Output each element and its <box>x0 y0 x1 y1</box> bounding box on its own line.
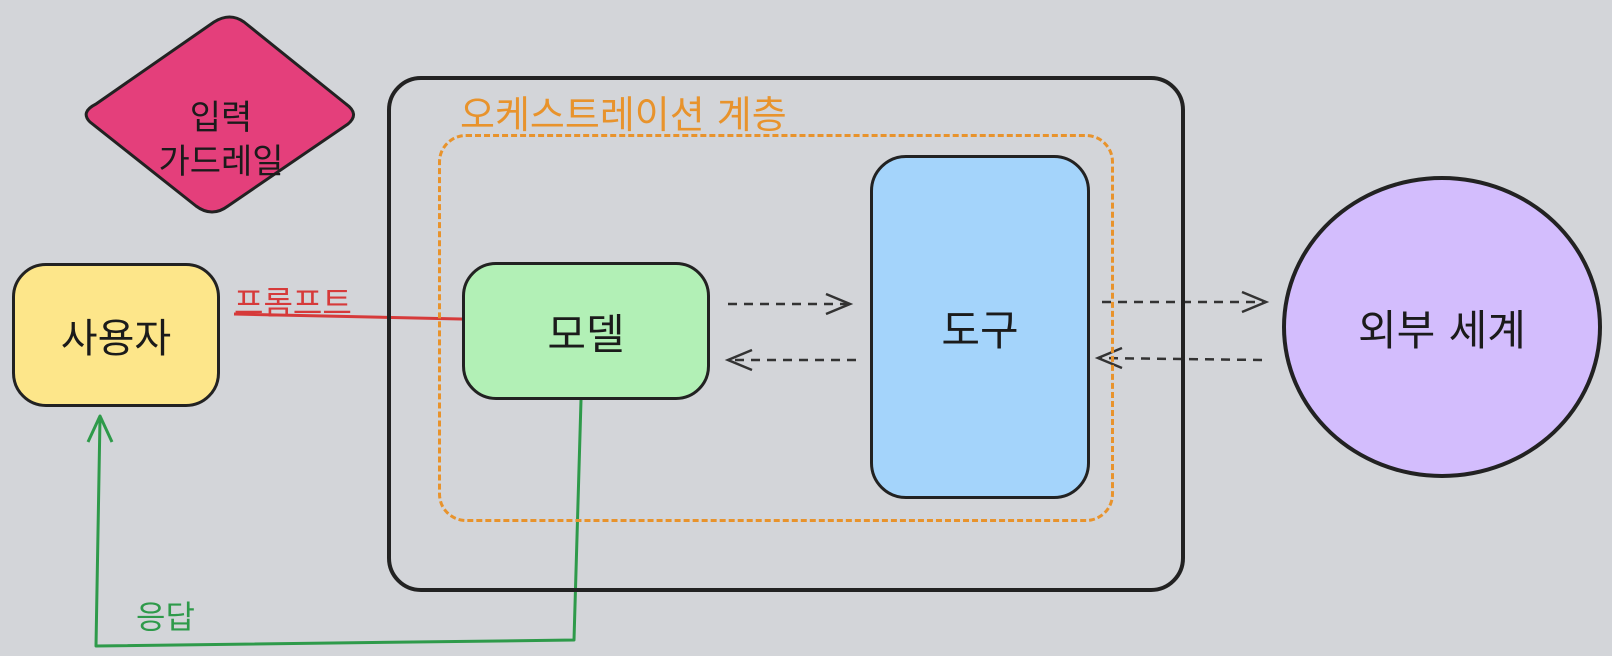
orchestration-layer-dashed-region <box>438 134 1114 522</box>
prompt-arrow <box>233 312 507 322</box>
response-arrowhead <box>86 414 114 443</box>
world-to-tool-arrow <box>1097 356 1263 362</box>
guardrail-label: 입력 가드레일 <box>96 70 346 210</box>
external-world-label: 외부 세계 <box>1358 305 1526 355</box>
orchestration-layer-box <box>387 76 1185 592</box>
guardrail-label-line1: 입력 <box>189 98 253 138</box>
prompt-label: 프롬프트 <box>234 284 352 322</box>
world-to-tool-arrowhead <box>1094 346 1123 370</box>
model-node: 모델 <box>462 262 710 400</box>
user-node: 사용자 <box>12 263 220 407</box>
external-world-node: 외부 세계 <box>1282 176 1602 478</box>
response-label: 응답 <box>136 598 195 636</box>
tool-node: 도구 <box>870 155 1090 499</box>
user-node-label: 사용자 <box>60 316 172 362</box>
response-arrow <box>94 365 584 648</box>
model-node-label: 모델 <box>547 309 625 359</box>
model-to-tool-arrowhead <box>825 292 854 316</box>
tool-to-model-arrowhead <box>724 348 753 372</box>
tool-node-label: 도구 <box>941 305 1019 355</box>
tool-to-world-arrowhead <box>1241 290 1270 314</box>
guardrail-label-line2: 가드레일 <box>158 142 284 182</box>
orchestration-layer-label: 오케스트레이션 계층 <box>460 93 787 137</box>
guardrail-diamond <box>84 15 355 214</box>
